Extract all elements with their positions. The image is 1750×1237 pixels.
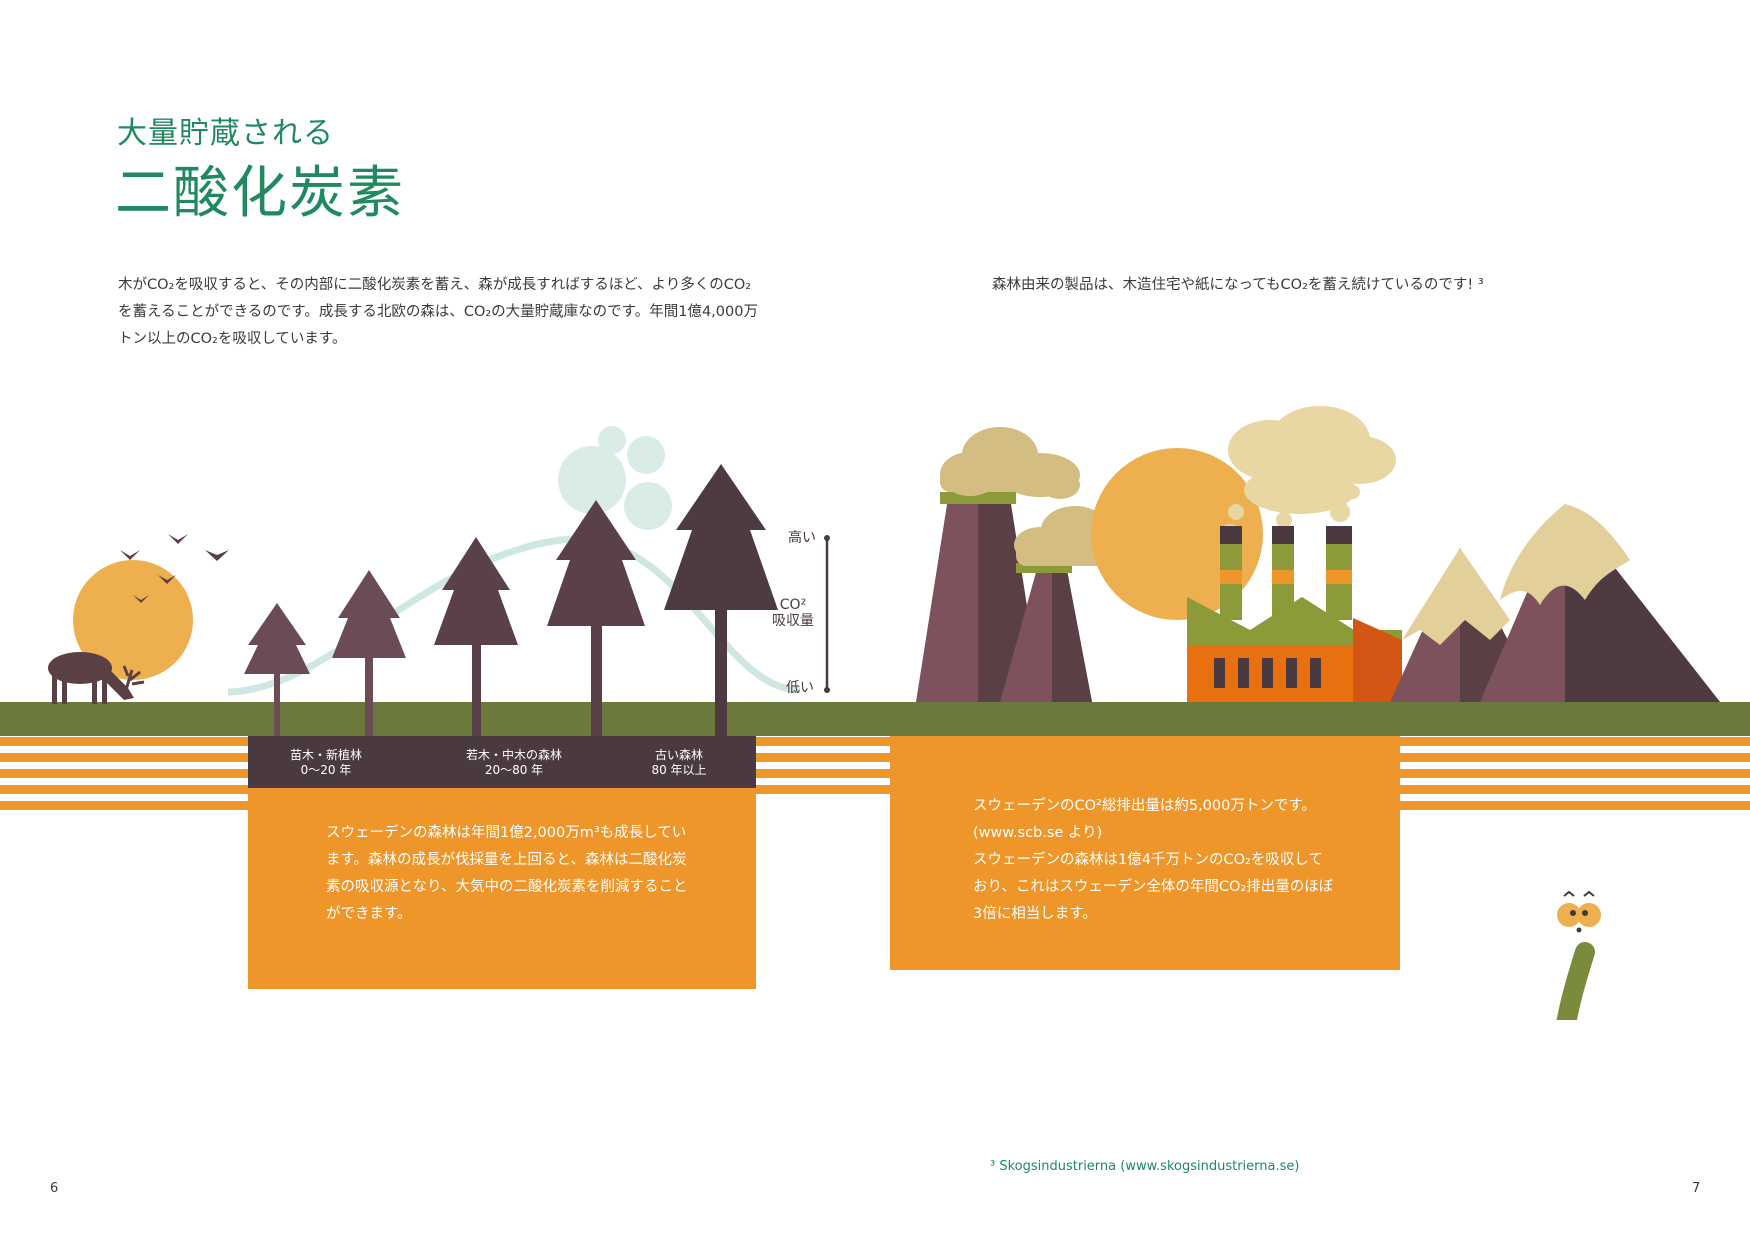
- co2-scale-title: CO² 吸収量: [768, 597, 818, 629]
- co2-absorption-curve: [227, 535, 801, 696]
- ground-strip: [0, 702, 1750, 736]
- factory-icon: [1187, 526, 1402, 702]
- page-number-right: 7: [1692, 1181, 1701, 1196]
- mascot-icon: [1556, 890, 1601, 1020]
- info-line: スウェーデンの森林は1億4千万トンのCO₂を吸収して: [973, 852, 1323, 868]
- footnote: ³ Skogsindustrierna (www.skogsindustrier…: [990, 1159, 1300, 1174]
- info-line: ができます。: [326, 906, 412, 922]
- info-line: スウェーデンのCO²総排出量は約5,000万トンです。: [973, 798, 1316, 814]
- co2-scale-label-line2: 吸収量: [772, 613, 814, 629]
- sun-left: [73, 560, 193, 680]
- birds-icon: [120, 534, 229, 603]
- intro-paragraph-left: 木がCO₂を吸収すると、その内部に二酸化炭素を蓄え、森が成長すればするほど、より…: [118, 277, 758, 347]
- co2-scale-bar: [824, 535, 830, 693]
- forest-age-years: 0〜20 年: [300, 763, 352, 777]
- co2-bubbles: [558, 426, 672, 530]
- forest-age-years: 20〜80 年: [484, 763, 544, 777]
- forest-age-name: 若木・中木の森林: [465, 748, 562, 762]
- forest-age-name: 古い森林: [654, 748, 703, 762]
- page-number-left: 6: [50, 1181, 59, 1196]
- trees-group: [244, 464, 778, 736]
- info-box-left-text: スウェーデンの森林は年間1億2,000万m³も成長してい ます。森林の成長が伐採…: [326, 820, 746, 928]
- co2-scale-low-label: 低い: [786, 680, 814, 696]
- page-subtitle: 大量貯蔵される: [117, 116, 334, 151]
- info-box-right: [890, 736, 1400, 970]
- info-line: スウェーデンの森林は年間1億2,000万m³も成長してい: [326, 825, 687, 841]
- info-line: 3倍に相当します。: [973, 906, 1097, 922]
- deer-icon: [48, 652, 145, 704]
- forest-age-years: 80 年以上: [651, 763, 707, 777]
- forest-age-label: 古い森林 80 年以上: [604, 748, 754, 778]
- intro-paragraph-right: 森林由来の製品は、木造住宅や紙になってもCO₂を蓄え続けているのです! ³: [992, 277, 1484, 293]
- info-box-right-text: スウェーデンのCO²総排出量は約5,000万トンです。 (www.scb.se …: [973, 793, 1383, 928]
- mountains-icon: [1390, 504, 1720, 702]
- forest-age-label: 若木・中木の森林 20〜80 年: [439, 748, 589, 778]
- smokestack-mountains: [916, 492, 1092, 702]
- info-line: 素の吸収源となり、大気中の二酸化炭素を削減すること: [326, 879, 688, 895]
- info-line: ます。森林の成長が伐採量を上回ると、森林は二酸化炭: [326, 852, 687, 868]
- factory-smoke: [1220, 406, 1396, 544]
- forest-age-name: 苗木・新植林: [289, 748, 362, 762]
- forest-age-label: 苗木・新植林 0〜20 年: [251, 748, 401, 778]
- co2-scale-high-label: 高い: [788, 530, 816, 546]
- co2-scale-label-line1: CO²: [779, 597, 807, 613]
- forest-age-band: [248, 736, 756, 788]
- orange-stripes-left: [0, 737, 1750, 810]
- forest-factory-illustration: [0, 406, 1750, 1020]
- info-line: (www.scb.se より): [973, 825, 1103, 841]
- info-box-left: [248, 788, 756, 989]
- info-line: おり、これはスウェーデン全体の年間CO₂排出量のほぼ: [973, 879, 1334, 895]
- page-title: 二酸化炭素: [115, 161, 405, 226]
